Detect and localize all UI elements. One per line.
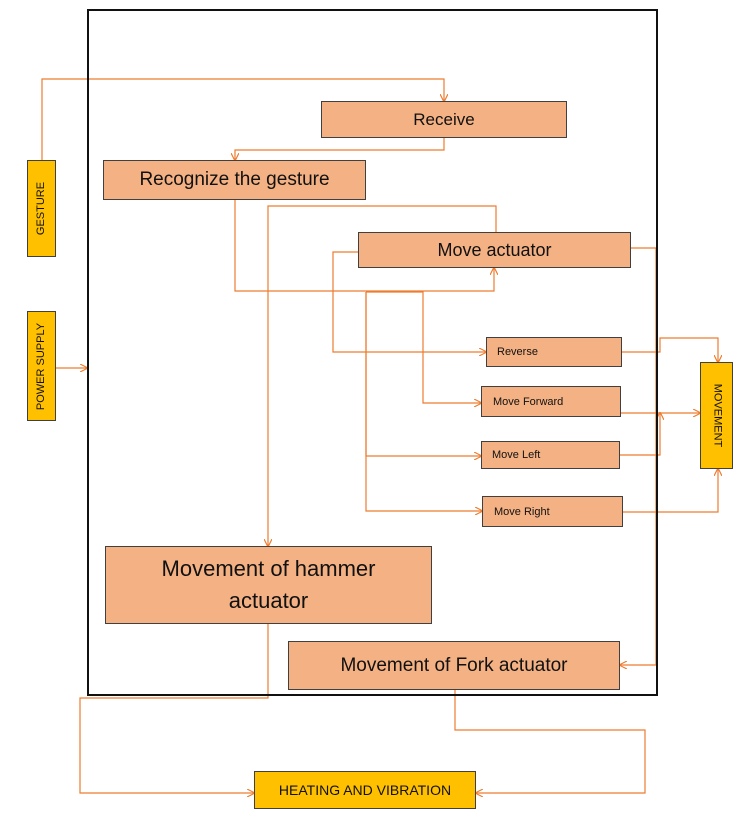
move-actuator-step-label: Move actuator: [437, 239, 552, 260]
receive-step: Receive: [321, 101, 567, 138]
connector-receive-to-recognize: [235, 138, 445, 160]
connector-actuator-to-reverse: [332, 251, 486, 352]
power-supply-input: POWER SUPPLY: [27, 311, 56, 421]
connector-fork-to-heating: [454, 690, 646, 793]
move-left-step: Move Left: [481, 441, 620, 469]
connector-hammer-to-heating: [79, 624, 269, 793]
movement-output-label: MOVEMENT: [711, 383, 723, 448]
connector-right-to-movement: [623, 469, 718, 513]
reverse-step: Reverse: [486, 337, 622, 367]
connector-recognize-to-move-actuator: [234, 200, 494, 292]
move-forward-step: Move Forward: [481, 386, 621, 417]
gesture-input-label: GESTURE: [35, 181, 47, 236]
move-right-step: Move Right: [482, 496, 623, 527]
receive-step-label: Receive: [413, 109, 475, 129]
heating-vibration-output-label: HEATING AND VIBRATION: [278, 782, 452, 798]
power-supply-input-label: POWER SUPPLY: [35, 322, 47, 410]
heating-vibration-output: HEATING AND VIBRATION: [254, 771, 476, 809]
fork-actuator-step: Movement of Fork actuator: [288, 641, 620, 690]
connector-actuator-to-forward: [366, 291, 481, 403]
move-right-step-label: Move Right: [494, 505, 550, 518]
connector-move-actuator-to-hammer: [268, 205, 497, 546]
system-frame: [87, 9, 658, 696]
connector-reverse-to-movement: [622, 337, 718, 362]
reverse-step-label: Reverse: [497, 346, 538, 358]
fork-actuator-step-label: Movement of Fork actuator: [340, 654, 568, 676]
move-forward-step-label: Move Forward: [493, 395, 564, 408]
hammer-actuator-step: Movement of hammer actuator: [105, 546, 432, 624]
hammer-actuator-label-line-2: actuator: [228, 588, 309, 613]
move-actuator-step: Move actuator: [358, 232, 631, 268]
movement-output: MOVEMENT: [700, 362, 733, 469]
gesture-input: GESTURE: [27, 160, 56, 257]
hammer-actuator-label-line-1: Movement of hammer: [161, 556, 376, 582]
connector-actuator-to-right: [365, 292, 482, 511]
connector-gesture-to-receive: [41, 78, 444, 160]
move-left-step-label: Move Left: [492, 449, 541, 461]
recognize-gesture-step-label: Recognize the gesture: [139, 169, 330, 190]
connector-left-to-movement: [620, 413, 660, 456]
recognize-gesture-step: Recognize the gesture: [103, 160, 366, 200]
